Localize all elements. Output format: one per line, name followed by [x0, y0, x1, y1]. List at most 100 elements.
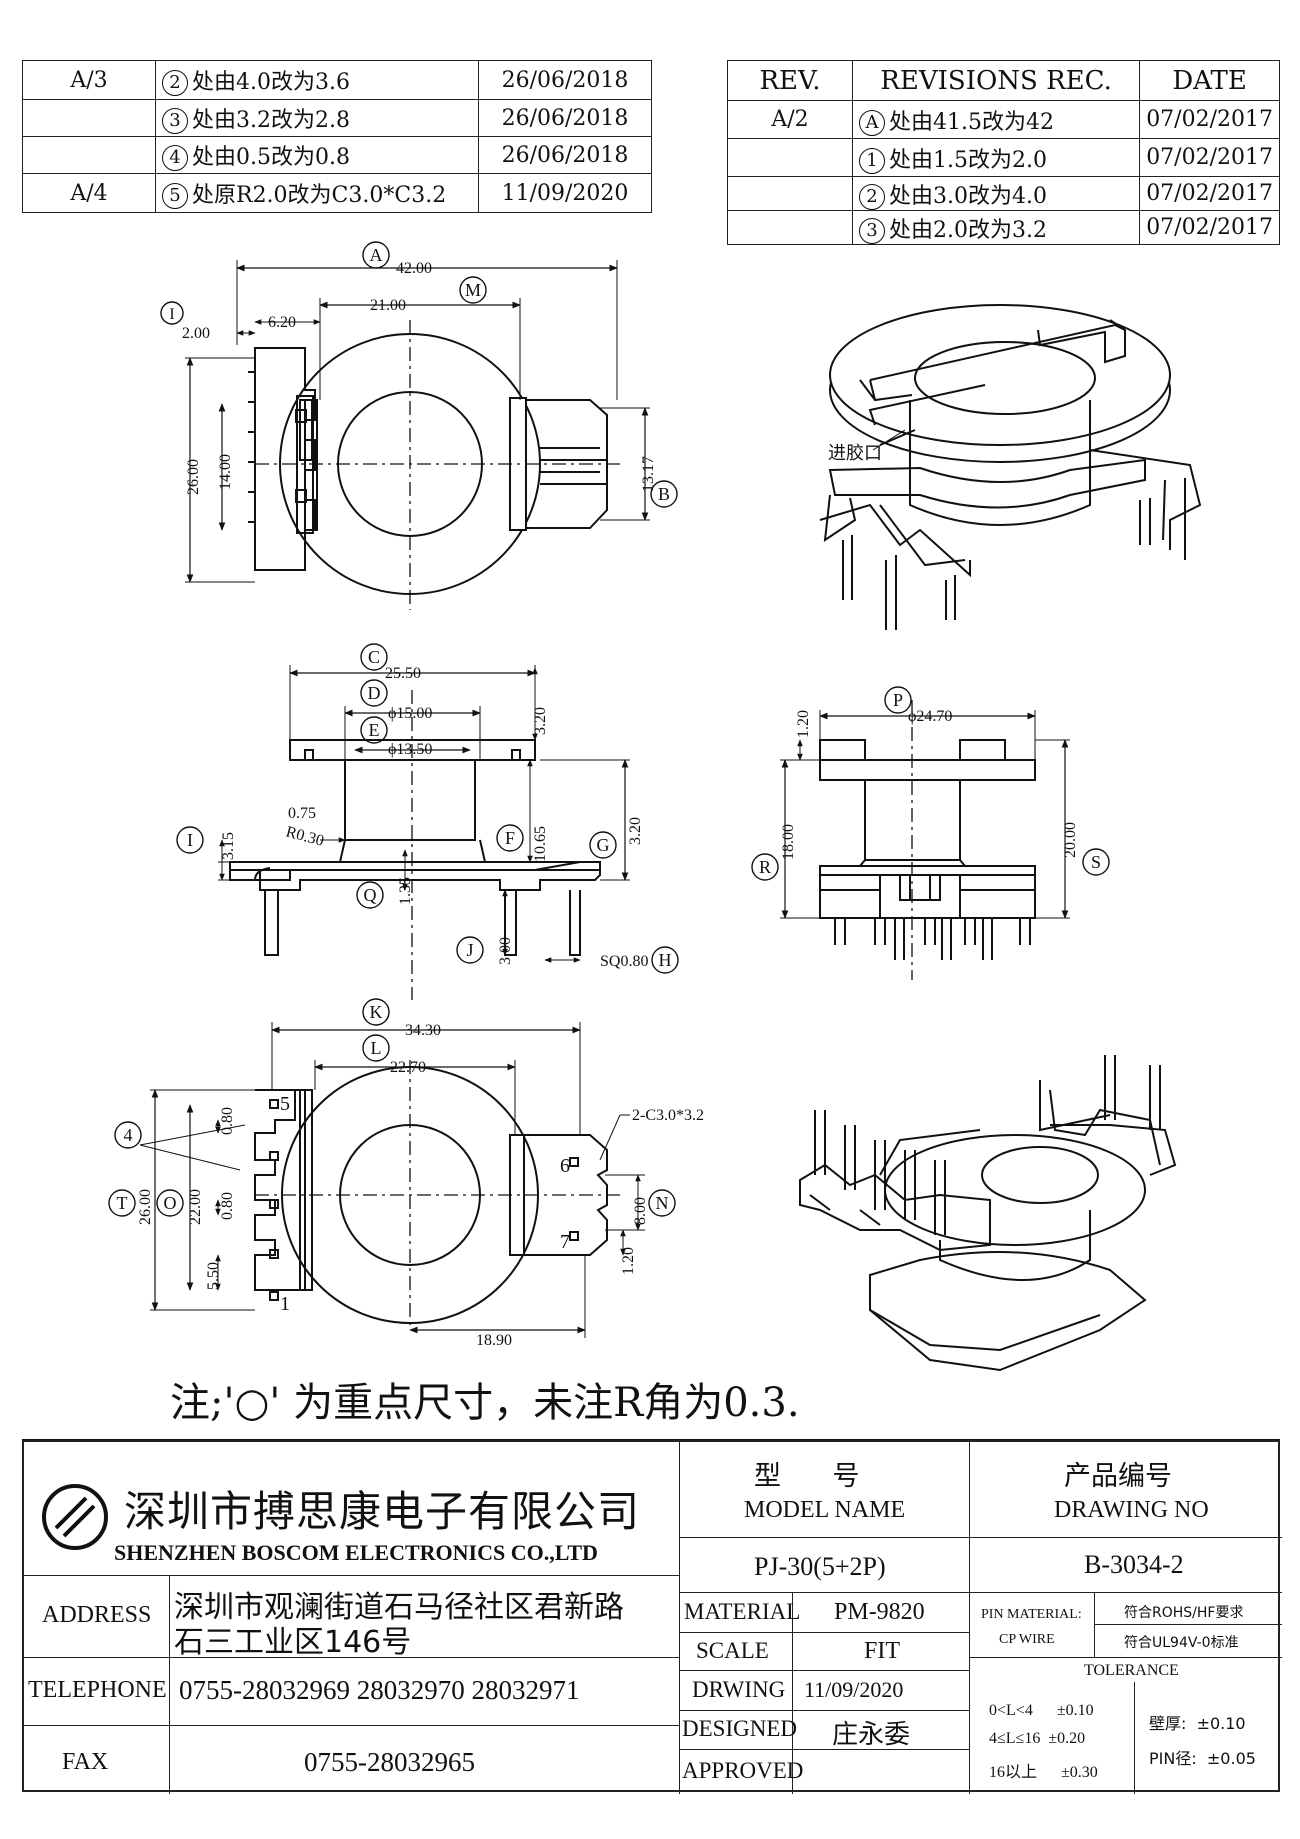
callout-l: L — [371, 1038, 382, 1058]
model-label-cn: 型 号 — [754, 1461, 860, 1492]
front-view — [751, 686, 1110, 980]
drawing-no-value: B-3034-2 — [1084, 1550, 1184, 1579]
telephone-label: TELEPHONE — [28, 1677, 167, 1703]
revision-desc: 处由3.2改为2.8 — [192, 108, 350, 133]
callout-f: F — [505, 828, 515, 848]
dim-8: 8.00 — [632, 1197, 649, 1225]
revision-mark: 4 — [162, 145, 188, 171]
callout-t: T — [117, 1193, 128, 1213]
gate-label: 进胶口 — [828, 443, 882, 464]
callout-m: M — [465, 280, 481, 300]
callout-e: E — [369, 720, 380, 740]
dim-34-3: 34.30 — [405, 1022, 441, 1039]
callout-s: S — [1091, 852, 1101, 872]
address-line-2: 石三工业区146号 — [174, 1625, 412, 1660]
callout-r: R — [759, 857, 771, 877]
side-view-labels: C 25.50 D ϕ15.00 E ϕ13.50 3.20 10.65 3.2… — [187, 647, 672, 970]
drawing-no-label-en: DRAWING NO — [1054, 1497, 1209, 1523]
dim-sq0-8: SQ0.80 — [600, 953, 648, 970]
tolerance-label: TOLERANCE — [1084, 1662, 1179, 1679]
dim-6-2: 6.20 — [268, 314, 296, 331]
material-value: PM-9820 — [834, 1599, 925, 1625]
revision-mark: 5 — [162, 183, 188, 209]
pin-5: 5 — [280, 1093, 290, 1115]
dim-0-8-a: 0.80 — [219, 1107, 236, 1135]
callout-c: C — [368, 647, 380, 667]
telephone-value: 0755-28032969 28032970 28032971 — [179, 1675, 580, 1705]
callout-i-side: I — [187, 830, 193, 850]
callout-p: P — [893, 690, 903, 710]
bottom-view-labels: K 34.30 L 22.70 4 T O 26.00 22.00 0.80 0… — [117, 1002, 705, 1349]
revision-date: 07/02/2017 — [1139, 138, 1280, 177]
company-name-en: SHENZHEN BOSCOM ELECTRONICS CO.,LTD — [114, 1540, 598, 1565]
revision-desc: 处由1.5改为2.0 — [889, 147, 1047, 173]
date-header: DATE — [1139, 60, 1280, 101]
dim-0-75: 0.75 — [288, 805, 316, 822]
callout-o: O — [164, 1193, 177, 1213]
revision-date: 26/06/2018 — [478, 60, 652, 100]
revision-desc: 处由41.5改为42 — [889, 109, 1054, 135]
chamfer-note: 2-C3.0*3.2 — [632, 1107, 704, 1124]
pin-6: 6 — [560, 1155, 570, 1177]
revision-mark: 2 — [162, 70, 188, 96]
callout-a: A — [370, 245, 383, 265]
revision-mark: 1 — [859, 147, 886, 174]
dim-26-bottom: 26.00 — [137, 1189, 154, 1225]
model-label-en: MODEL NAME — [744, 1497, 906, 1523]
dim-3-00: 3.00 — [497, 937, 514, 965]
revision-desc: 处由2.0改为3.2 — [889, 217, 1047, 243]
rev-header: REV. — [726, 60, 854, 101]
callout-d: D — [368, 683, 381, 703]
fax-label: FAX — [62, 1749, 109, 1775]
drwing-label: DRWING — [692, 1677, 786, 1702]
dim-3-15: 3.15 — [220, 832, 237, 860]
revision-date: 11/09/2020 — [478, 173, 652, 213]
dim-22: 22.00 — [187, 1189, 204, 1225]
revision-desc: 处由4.0改为3.6 — [192, 70, 350, 95]
dim-18: 18.00 — [780, 824, 797, 860]
dim-26: 26.00 — [185, 459, 202, 495]
bottom-view — [108, 998, 676, 1338]
wall-tolerance: 壁厚: ±0.10 — [1149, 1714, 1246, 1733]
tolerance-row-1: 0<L<4 ±0.10 — [989, 1702, 1094, 1719]
revision-mark: 3 — [162, 108, 188, 134]
dim-42: 42.00 — [396, 260, 432, 277]
tolerance-row-3: 16以上 ±0.30 — [989, 1764, 1098, 1781]
revision-desc: 处由3.0改为4.0 — [889, 183, 1047, 209]
model-value: PJ-30(5+2P) — [754, 1552, 886, 1581]
callout-g: G — [597, 835, 610, 855]
callout-n: N — [656, 1193, 669, 1213]
material-label: MATERIAL — [684, 1599, 801, 1624]
rev-cell: A/2 — [726, 100, 854, 139]
revision-date: 26/06/2018 — [478, 136, 652, 174]
dim-14: 14.00 — [217, 454, 234, 490]
callout-h: H — [659, 950, 672, 970]
dim-phi24-7: ϕ24.70 — [908, 708, 952, 725]
top-view-labels: A 42.00 M 21.00 I 2.00 6.20 26.00 14.00 … — [169, 245, 670, 504]
dim-r0-3: R0.30 — [284, 823, 326, 849]
callout-i: I — [169, 306, 174, 323]
rev-cell — [726, 138, 854, 177]
drwing-value: 11/09/2020 — [804, 1677, 904, 1702]
pin-tolerance: PIN径: ±0.05 — [1149, 1749, 1256, 1768]
callout-q: Q — [364, 885, 377, 905]
rev-cell: A/3 — [22, 60, 156, 100]
drawing-no-label-cn: 产品编号 — [1064, 1461, 1172, 1492]
company-name-cn: 深圳市搏思康电子有限公司 — [124, 1487, 641, 1536]
dim-25-5: 25.50 — [385, 665, 421, 682]
approved-label: APPROVED — [682, 1758, 804, 1783]
dim-5-5: 5.50 — [205, 1262, 222, 1290]
pin-material-label: PIN MATERIAL: — [981, 1607, 1082, 1622]
dim-1-2-bottom: 1.20 — [620, 1247, 637, 1275]
rev-cell: A/4 — [22, 173, 156, 213]
address-line-1: 深圳市观澜街道石马径社区君新路 — [174, 1590, 624, 1625]
revisions-header: REVISIONS REC. — [852, 60, 1141, 101]
revision-desc: 处由0.5改为0.8 — [192, 145, 350, 170]
dim-phi15: ϕ15.00 — [388, 705, 432, 722]
revision-mark: 3 — [859, 217, 886, 244]
revision-date: 07/02/2017 — [1139, 210, 1280, 245]
callout-4: 4 — [124, 1125, 133, 1145]
